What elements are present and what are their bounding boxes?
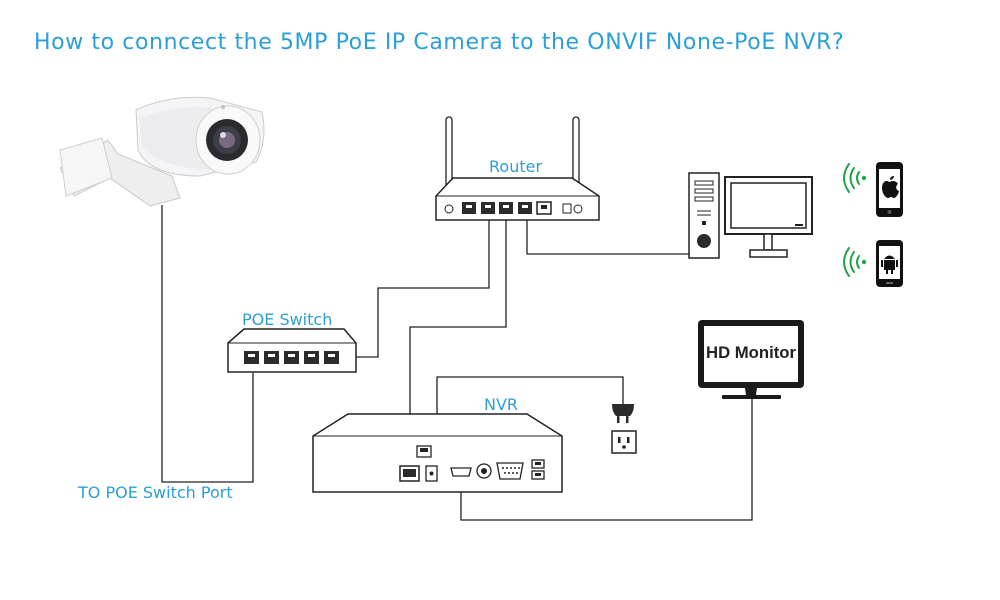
- poe-switch-port-label: TO POE Switch Port: [78, 483, 233, 502]
- poe-switch-icon: [227, 328, 357, 373]
- router-label: Router: [489, 157, 543, 176]
- wire-router-to-pc: [526, 212, 690, 255]
- power-plug-icon: [612, 404, 634, 423]
- wall-outlet-icon: [611, 430, 637, 454]
- wire-camera-to-poe-port: [161, 205, 254, 483]
- hd-monitor-icon: HD Monitor: [698, 320, 804, 399]
- android-phone-icon: [843, 240, 903, 287]
- nvr-label: NVR: [484, 395, 519, 414]
- wire-nvr-hdmi-to-monitor: [460, 398, 753, 521]
- ip-camera-icon: [59, 96, 265, 207]
- poe-switch-label: POE Switch: [242, 310, 333, 329]
- wifi-signal-icon: [843, 163, 860, 193]
- nvr-icon: [312, 413, 563, 493]
- wifi-signal-icon-2: [843, 247, 860, 277]
- page-title: How to conncect the 5MP PoE IP Camera to…: [34, 30, 845, 55]
- iphone-icon: [843, 162, 903, 217]
- wire-router-to-nvr-lan: [409, 212, 507, 468]
- connection-wires: [161, 205, 753, 521]
- wire-switch-to-router: [355, 212, 490, 358]
- hd-monitor-label: HD Monitor: [706, 343, 796, 362]
- router-icon: [435, 116, 600, 221]
- desktop-pc-icon: [688, 172, 813, 259]
